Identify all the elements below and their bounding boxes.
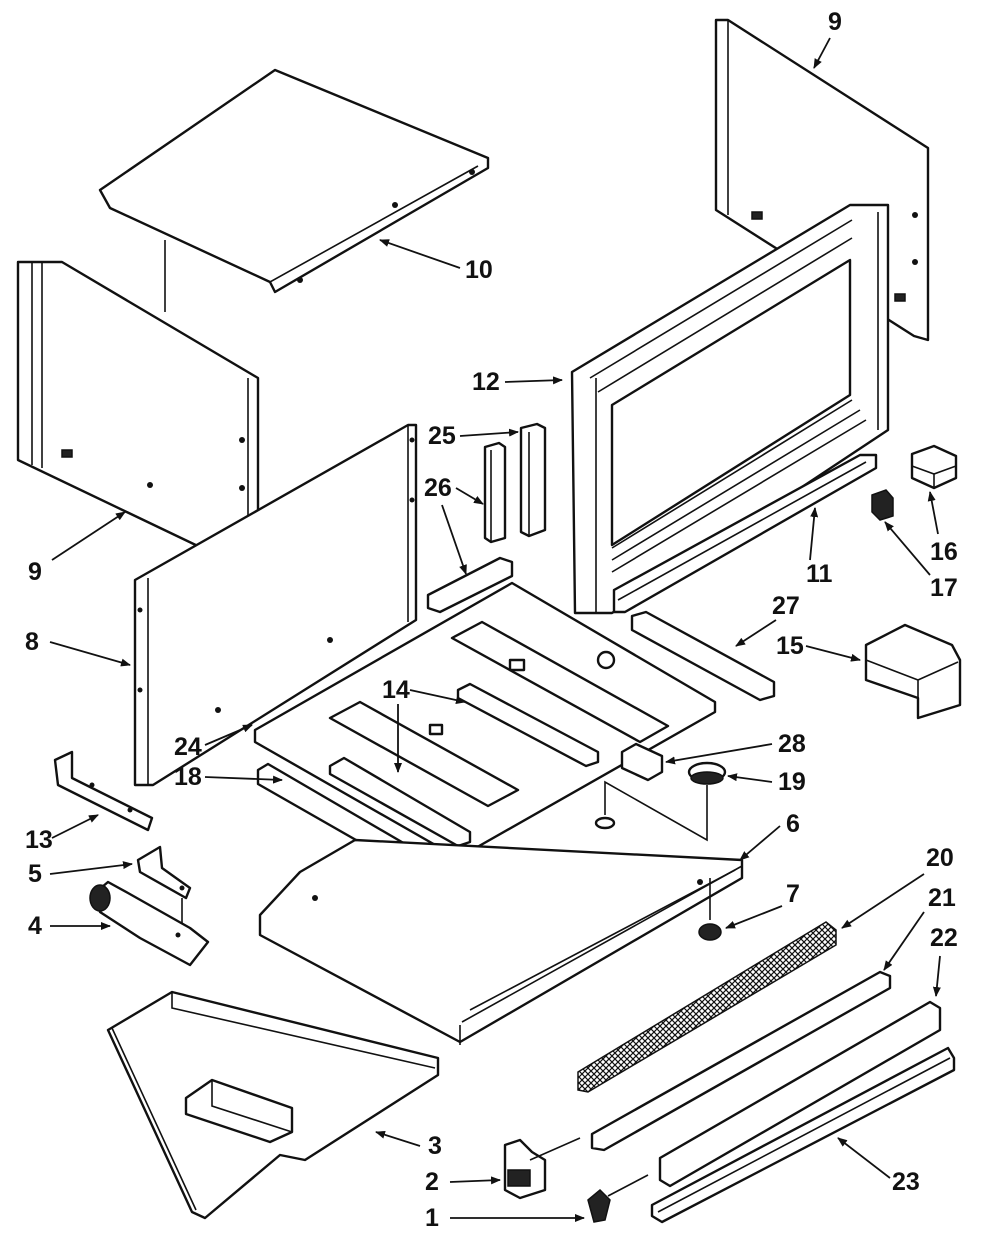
callout-9-top: 9 (828, 8, 842, 36)
leader-5 (49, 861, 133, 875)
leader-20 (841, 873, 925, 929)
callout-26: 26 (424, 474, 452, 502)
part-23-bottom-rail (650, 1046, 956, 1224)
leader-22 (932, 955, 941, 997)
callout-15: 15 (776, 632, 804, 660)
callout-10: 10 (465, 256, 493, 284)
leader-14a (409, 689, 466, 704)
leader-26a (455, 487, 484, 505)
leader-26b (441, 504, 467, 575)
part-21-strip (590, 970, 892, 1152)
leader-15 (805, 645, 861, 662)
callout-3: 3 (428, 1132, 442, 1160)
callout-7: 7 (786, 880, 800, 908)
part-10-top-panel (98, 68, 490, 294)
part-7-bumper (698, 878, 722, 941)
leader-27 (735, 619, 777, 647)
callout-23: 23 (892, 1168, 920, 1196)
leader-19 (727, 773, 773, 783)
part-12-front-frame (570, 203, 890, 615)
callout-4: 4 (28, 912, 42, 940)
leader-17 (884, 521, 931, 576)
leader-18 (204, 775, 283, 784)
part-9-left-side-panel (16, 260, 260, 572)
part-14-rail-front (328, 756, 472, 848)
callout-21: 21 (928, 884, 956, 912)
callout-14: 14 (382, 676, 410, 704)
part-25-spacer (519, 422, 547, 538)
leader-23 (837, 1137, 891, 1179)
part-4-duct (89, 880, 210, 967)
leader-3 (375, 1130, 421, 1147)
part-11-front-trim (612, 453, 878, 614)
callout-1: 1 (425, 1204, 439, 1232)
part-26-spacer (483, 441, 507, 544)
leader-21 (883, 911, 925, 971)
part-22-strip (658, 1000, 942, 1188)
callout-8: 8 (25, 628, 39, 656)
callout-27: 27 (772, 592, 800, 620)
leader-2 (449, 1176, 501, 1185)
leader-8 (49, 641, 131, 667)
callout-25: 25 (428, 422, 456, 450)
leader-9-top (813, 37, 831, 69)
part-8-rear-panel (133, 423, 418, 787)
callout-20: 20 (926, 844, 954, 872)
leader-25 (459, 428, 519, 437)
leader-13 (51, 814, 99, 839)
leader-9-left (51, 511, 126, 561)
callout-11: 11 (806, 560, 833, 588)
leader-7 (725, 905, 783, 929)
callout-2: 2 (425, 1168, 439, 1196)
callout-28: 28 (778, 730, 806, 758)
part-16-bracket (910, 444, 958, 490)
callout-18: 18 (174, 763, 202, 791)
part-19-foot (594, 761, 727, 842)
callout-9-left: 9 (28, 558, 42, 586)
callout-22: 22 (930, 924, 958, 952)
part-17-clip (871, 489, 894, 521)
part-20-mesh-screen (577, 921, 837, 1093)
leader-10 (379, 239, 461, 269)
callout-16: 16 (930, 538, 958, 566)
callout-24: 24 (174, 733, 202, 761)
callout-5: 5 (28, 860, 42, 888)
leader-24 (204, 724, 253, 746)
callout-17: 17 (930, 574, 958, 602)
part-27-right-rail (630, 610, 776, 702)
part-15-cover (864, 623, 962, 720)
leader-28 (665, 743, 773, 765)
leader-16 (927, 491, 939, 535)
callout-12: 12 (472, 368, 500, 396)
callout-13: 13 (25, 826, 53, 854)
part-3-lower-pan (106, 990, 440, 1220)
leader-6 (739, 825, 781, 861)
part-26-rail (426, 556, 514, 614)
part-28-block (620, 742, 664, 782)
part-13-bracket (53, 750, 154, 832)
part-2-latch (503, 1137, 581, 1200)
leader-12 (504, 376, 563, 385)
leader-11 (809, 507, 819, 561)
part-6-bottom-pan (258, 838, 744, 1045)
callout-19: 19 (778, 768, 806, 796)
callout-6: 6 (786, 810, 800, 838)
part-1-knob (587, 1174, 649, 1223)
